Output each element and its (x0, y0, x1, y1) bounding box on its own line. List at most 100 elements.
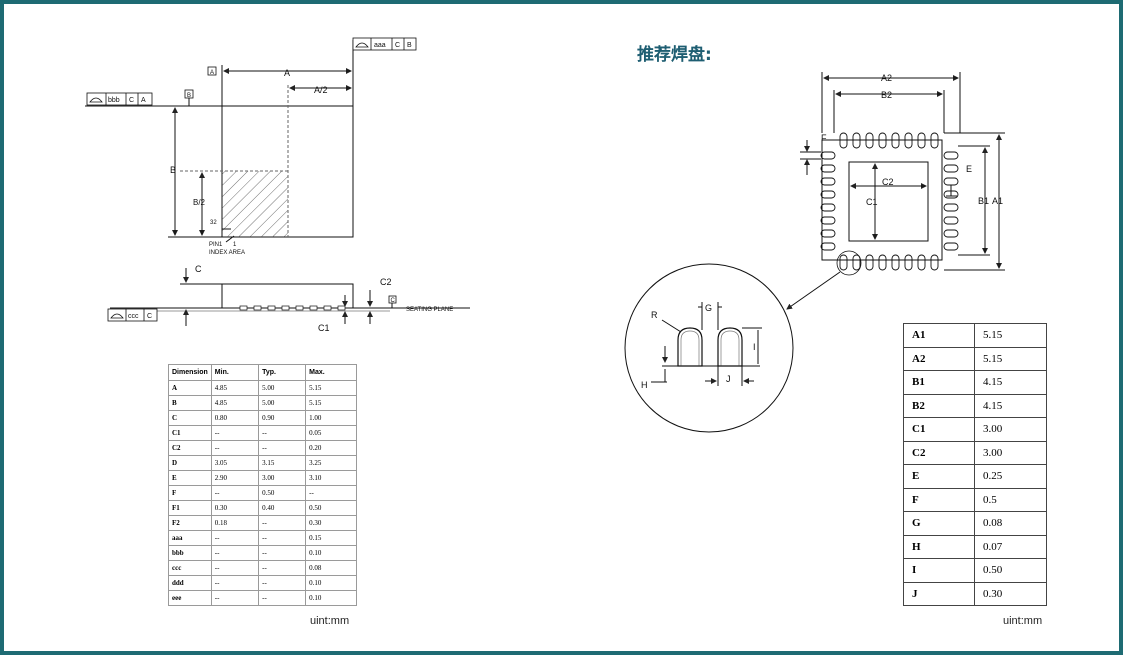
dimension-name-cell: F (168, 485, 212, 501)
table-row: F--0.50-- (168, 485, 357, 501)
table-row: eee----0.10 (168, 590, 357, 606)
pad-name-cell: B1 (903, 370, 975, 395)
dimension-value-cell: -- (210, 485, 260, 501)
profile-icon (355, 42, 369, 48)
detail-view-circle (624, 263, 794, 433)
lp-a2-label: A2 (881, 73, 892, 83)
dimension-value-cell: 4.85 (210, 395, 260, 411)
svg-text:B: B (407, 42, 412, 49)
pad-value-cell: 0.25 (974, 464, 1047, 489)
profile-icon (89, 97, 103, 103)
svg-text:C: C (147, 313, 152, 320)
pad-value-cell: 0.30 (974, 581, 1047, 606)
fcf-left: bbb C A (86, 92, 153, 106)
svg-text:bbb: bbb (108, 97, 120, 104)
dimension-value-cell: 2.90 (210, 470, 260, 486)
dimension-name-cell: C1 (168, 425, 212, 441)
dimension-value-cell: 0.15 (305, 530, 357, 546)
dimension-value-cell: 0.18 (210, 515, 260, 531)
pad-name-cell: B2 (903, 393, 975, 418)
dimension-value-cell: -- (210, 425, 260, 441)
dimension-value-cell: -- (258, 545, 307, 561)
dimension-name-cell: F1 (168, 500, 212, 516)
dimension-value-cell: 3.05 (210, 455, 260, 471)
pad-name-cell: C2 (903, 440, 975, 465)
pad-name-cell: I (903, 558, 975, 583)
recommended-pad-title: 推荐焊盘: (637, 45, 712, 65)
dimension-value-cell: -- (210, 440, 260, 456)
dimension-name-cell: A (168, 380, 212, 396)
pad-value-cell: 3.00 (974, 440, 1047, 465)
dimension-name-cell: ddd (168, 575, 212, 591)
dimension-name-cell: E (168, 470, 212, 486)
dimension-value-cell: 0.10 (305, 545, 357, 561)
pad-value-cell: 0.08 (974, 511, 1047, 536)
side-view: C C1 C2 C SEATING PLANE ccc C (107, 264, 470, 333)
pad-value-cell: 5.15 (974, 323, 1047, 348)
dimension-value-cell: 0.05 (305, 425, 357, 441)
dimension-name-cell: ccc (168, 560, 212, 576)
fcf-side: ccc C (107, 308, 158, 322)
dim-a-half-label: A/2 (314, 85, 328, 95)
lp-e-label: E (966, 164, 972, 174)
dimension-value-cell: -- (210, 530, 260, 546)
dimension-value-cell: -- (258, 515, 307, 531)
dimension-name-cell: aaa (168, 530, 212, 546)
pad-value-cell: 3.00 (974, 417, 1047, 442)
dimension-value-cell: -- (210, 590, 260, 606)
svg-text:ccc: ccc (128, 313, 139, 320)
pad-value-cell: 4.15 (974, 370, 1047, 395)
fcf-top: aaa C B (352, 37, 417, 51)
pad-name-cell: A2 (903, 346, 975, 371)
dimension-value-cell: 0.10 (305, 590, 357, 606)
table-row: C1----0.05 (168, 425, 357, 441)
lp-f-label: F (821, 133, 827, 143)
pad-name-cell: C1 (903, 417, 975, 442)
dimension-value-cell: 3.10 (305, 470, 357, 486)
dimension-value-cell: -- (210, 575, 260, 591)
dimension-value-cell: -- (210, 545, 260, 561)
profile-icon (110, 313, 124, 319)
column-header: Max. (305, 364, 357, 381)
dimension-value-cell: 5.15 (305, 380, 357, 396)
dimension-name-cell: C2 (168, 440, 212, 456)
pad-name-cell: J (903, 581, 975, 606)
dimension-value-cell: -- (258, 440, 307, 456)
pad-name-cell: A1 (903, 323, 975, 348)
dimension-value-cell: 1.00 (305, 410, 357, 426)
seating-plane-label: SEATING PLANE (406, 307, 453, 313)
detail-g-label: G (705, 303, 712, 313)
dimension-value-cell: 0.40 (258, 500, 307, 516)
dimension-name-cell: C (168, 410, 212, 426)
index-area-label: INDEX AREA (209, 250, 245, 256)
dimension-name-cell: B (168, 395, 212, 411)
dimension-name-cell: F2 (168, 515, 212, 531)
pad-name-cell: E (903, 464, 975, 489)
dim-b-label: B (170, 165, 176, 175)
dimension-value-cell: 3.25 (305, 455, 357, 471)
dimension-value-cell: 0.30 (210, 500, 260, 516)
column-header: Dimension (168, 364, 212, 381)
pad-value-cell: 5.15 (974, 346, 1047, 371)
datum-c-label: C (391, 298, 396, 304)
table-row: aaa----0.15 (168, 530, 357, 546)
dim-b-half-label: B/2 (193, 198, 206, 207)
dimension-value-cell: 3.00 (258, 470, 307, 486)
dimension-value-cell: 5.15 (305, 395, 357, 411)
table-row: ddd----0.10 (168, 575, 357, 591)
dimension-value-cell: 0.08 (305, 560, 357, 576)
